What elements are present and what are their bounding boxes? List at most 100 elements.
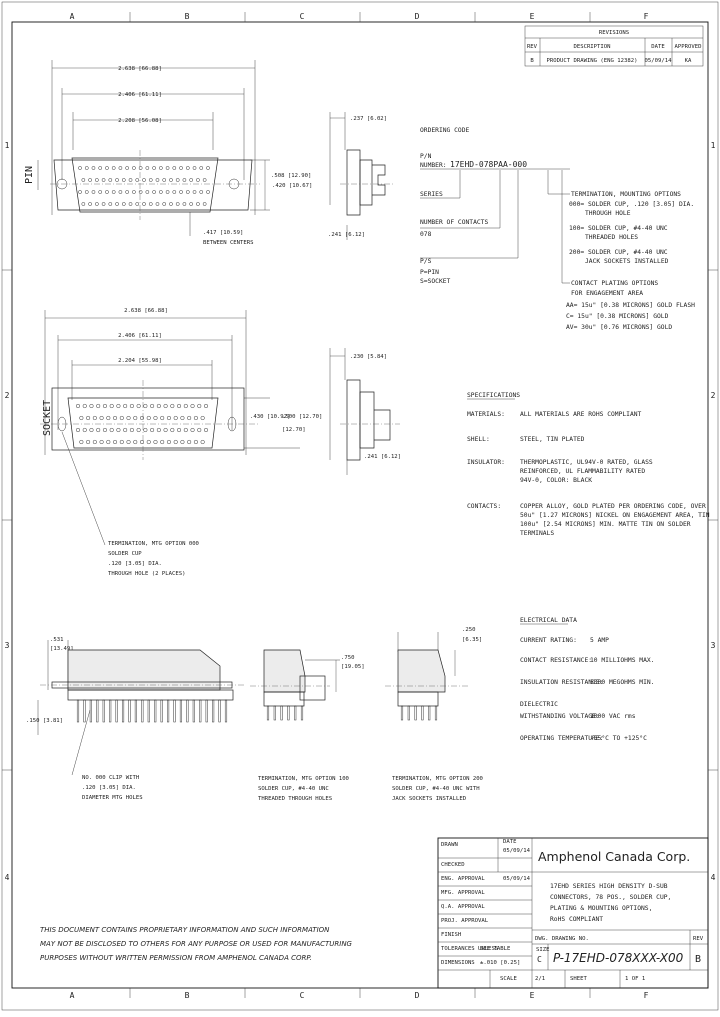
tb-label: DWG. DRAWING NO.	[535, 936, 589, 942]
contact-hole	[86, 415, 91, 421]
spec-value: 100u" [2.54 MICRONS] MIN. MATTE TIN ON S…	[520, 521, 691, 528]
solder-tail	[83, 699, 86, 723]
contact-hole	[145, 190, 150, 194]
solder-tail	[147, 699, 150, 723]
pin-front-view: PIN 2.638 [66.88] 2.406 [61.11] 2.208 [5…	[24, 60, 312, 246]
termination-option: THROUGH HOLE	[585, 210, 631, 217]
solder-tail	[173, 699, 176, 723]
series-label: SERIES	[420, 191, 443, 198]
socket-contact-array	[75, 403, 209, 445]
dim-rows-note: BETWEEN CENTERS	[203, 240, 254, 246]
dim-side1b: [13.49]	[50, 646, 74, 652]
contact-hole	[132, 190, 136, 194]
termination-option: JACK SOCKETS INSTALLED	[585, 258, 669, 265]
rev-header: APPROVED	[675, 44, 703, 50]
contact-hole	[108, 202, 113, 206]
zone-label: 3	[711, 641, 716, 650]
contact-hole	[84, 190, 89, 194]
contact-hole	[206, 166, 210, 170]
solder-tail	[407, 705, 410, 721]
contact-hole	[111, 190, 116, 194]
contact-hole	[142, 202, 146, 206]
contact-hole	[180, 415, 185, 421]
contact-hole	[139, 415, 145, 421]
note-line: SOLDER CUP, #4-40 UNC	[258, 786, 329, 792]
drawing-part-number: P-17EHD-078XXX-X00	[553, 951, 684, 965]
zone-label: D	[415, 991, 420, 1000]
dim-b: .500 [12.70]	[282, 414, 322, 420]
contact-hole	[119, 415, 124, 421]
zone-labels-bottom: A B C D E F	[70, 991, 649, 1000]
contact-hole	[160, 439, 165, 445]
note-line: NO. 000 CLIP WITH	[82, 775, 139, 781]
contact-hole	[166, 415, 171, 421]
tb-label: Q.A. APPROVAL	[441, 904, 485, 910]
contact-hole	[78, 190, 82, 194]
dim-a: .430 [10.92]	[250, 414, 290, 420]
tb-label: DRAWN	[441, 842, 458, 848]
contact-hole	[88, 202, 92, 206]
contact-hole	[123, 427, 128, 433]
tb-value: 05/09/14	[503, 876, 531, 882]
tb-label: DATE	[503, 839, 517, 845]
contact-hole	[165, 166, 170, 170]
solder-tail	[421, 705, 424, 721]
contact-hole	[81, 178, 86, 182]
contact-hole	[177, 427, 182, 433]
zone-label: B	[185, 12, 190, 21]
dim-overall: 2.638 [66.88]	[124, 308, 168, 314]
rev-header: DATE	[651, 44, 665, 50]
contact-hole	[139, 439, 145, 445]
contact-hole	[152, 190, 156, 194]
dim-overall: 2.638 [66.88]	[118, 66, 162, 72]
notice-line: THIS DOCUMENT CONTAINS PROPRIETARY INFOR…	[40, 926, 330, 934]
tb-label: SIZE	[536, 947, 550, 953]
contacts-label: NUMBER OF CONTACTS	[420, 219, 488, 226]
contact-hole	[98, 190, 103, 194]
tb-value: 1 OF 1	[625, 976, 645, 982]
contact-hole	[192, 190, 197, 194]
zone-label: A	[70, 991, 75, 1000]
contact-hole	[129, 427, 134, 433]
note-line: THREADED THROUGH HOLES	[258, 796, 332, 802]
contact-hole	[153, 439, 158, 445]
note-line: SOLDER CUP	[108, 551, 142, 557]
contact-hole	[79, 439, 84, 445]
contact-hole	[126, 439, 131, 445]
dim-side1: .531	[50, 637, 63, 643]
spec-value: COPPER ALLOY, GOLD PLATED PER ORDERING C…	[520, 503, 706, 510]
contact-hole	[183, 403, 188, 409]
contact-hole	[84, 166, 89, 170]
contact-hole	[129, 403, 134, 409]
solder-tail	[205, 699, 208, 723]
dim-b-short: [12.70]	[282, 427, 306, 433]
zone-label: 4	[711, 873, 716, 882]
contact-hole	[75, 403, 81, 409]
contact-hole	[102, 403, 107, 409]
termination-option: 200= SOLDER CUP, #4-40 UNC	[569, 249, 668, 256]
note-line: THROUGH HOLE (2 PLACES)	[108, 571, 185, 577]
solder-tail	[199, 699, 202, 723]
contact-hole	[113, 415, 118, 421]
contact-hole	[121, 178, 126, 182]
plating-title: CONTACT PLATING OPTIONS	[571, 280, 658, 287]
dim-mid: 2.406 [61.11]	[118, 333, 162, 339]
solder-tail	[167, 699, 170, 723]
spec-value: ALL MATERIALS ARE ROHS COMPLIANT	[520, 411, 642, 418]
solder-tail	[414, 705, 417, 721]
zone-label: F	[644, 991, 649, 1000]
solder-tail	[154, 699, 157, 723]
solder-tail	[76, 699, 80, 723]
note-line: JACK SOCKETS INSTALLED	[392, 796, 467, 802]
rev-cell: 05/09/14	[645, 58, 673, 64]
contact-hole	[200, 415, 205, 421]
spec-label: SHELL:	[467, 436, 490, 443]
solder-tail	[428, 705, 431, 721]
zone-label: 1	[5, 141, 10, 150]
contact-hole	[119, 439, 124, 445]
tb-label: SCALE	[500, 976, 517, 982]
zone-label: 1	[711, 141, 716, 150]
contact-hole	[190, 403, 195, 409]
termination-title: TERMINATION, MOUNTING OPTIONS	[571, 191, 681, 198]
zone-label: 4	[5, 873, 10, 882]
